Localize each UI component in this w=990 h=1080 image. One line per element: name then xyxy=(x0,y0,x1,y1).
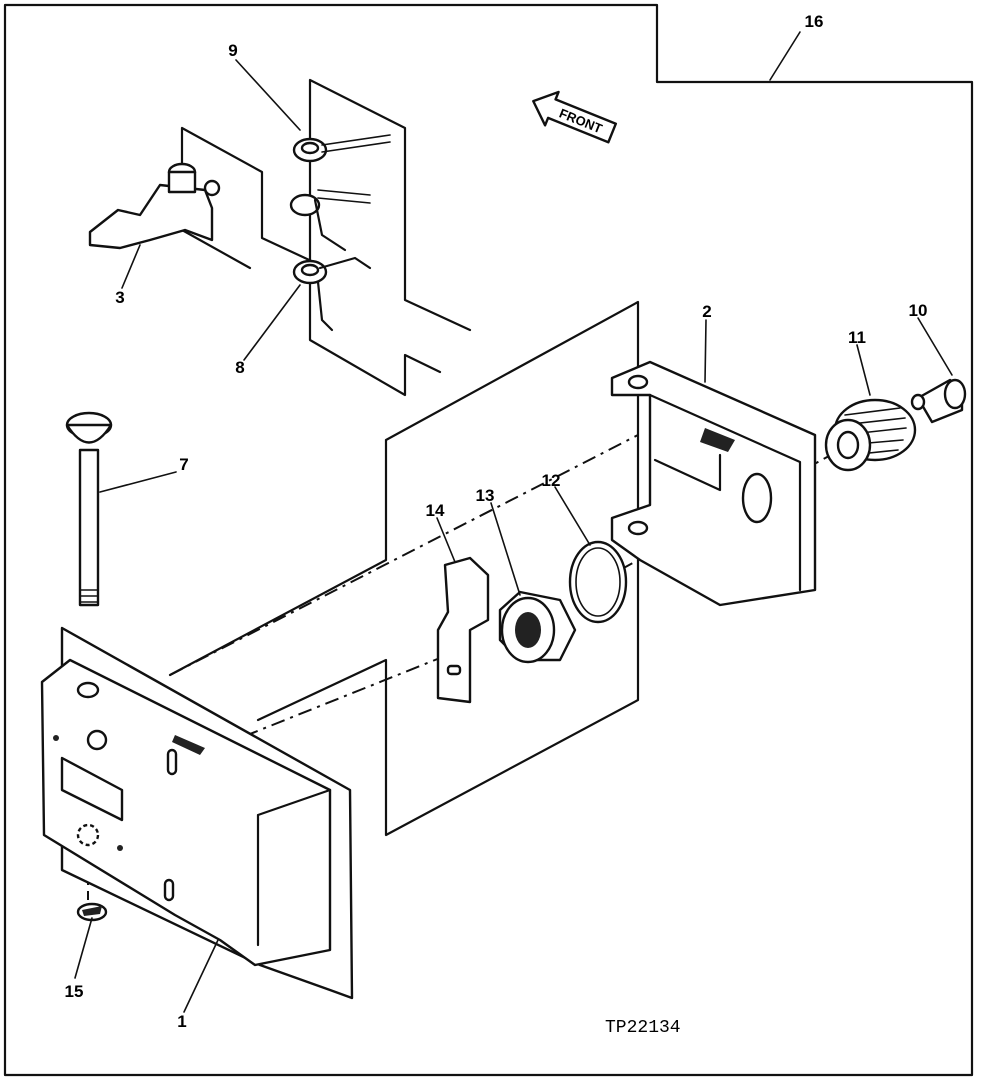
callout-1: 1 xyxy=(177,1012,186,1031)
pin-part-7 xyxy=(65,411,113,607)
figure-code: TP22134 xyxy=(605,1018,681,1038)
callout-16: 16 xyxy=(805,12,824,31)
outer-frame xyxy=(3,3,974,1077)
callout-11: 11 xyxy=(848,328,866,347)
housing-part-1 xyxy=(40,626,354,1000)
lever-part-3 xyxy=(88,162,221,250)
plug-part-10 xyxy=(910,378,967,424)
callout-12: 12 xyxy=(542,471,561,490)
bushing-part-11 xyxy=(824,398,917,472)
front-arrow: FRONT xyxy=(532,90,618,144)
spring-part-9 xyxy=(289,134,391,252)
o-ring-inner xyxy=(575,547,621,617)
callout-7: 7 xyxy=(179,455,188,474)
latch-plate-part-14 xyxy=(436,556,490,704)
nut-part-13 xyxy=(498,590,577,664)
callout-13: 13 xyxy=(476,486,495,505)
callout-3: 3 xyxy=(115,288,124,307)
alignment-line-1 xyxy=(169,434,639,676)
callout-9: 9 xyxy=(228,41,237,60)
o-ring-part-12 xyxy=(568,540,628,624)
rear-panel-outline xyxy=(168,300,640,837)
leader-lines xyxy=(74,31,953,1013)
callout-14: 14 xyxy=(426,501,445,520)
callout-8: 8 xyxy=(235,358,244,377)
callout-10: 10 xyxy=(909,301,928,320)
spring-panel-outline xyxy=(308,78,472,397)
callout-2: 2 xyxy=(702,302,711,321)
bracket-part-2 xyxy=(610,360,817,607)
spring-part-8 xyxy=(292,256,372,332)
callout-15: 15 xyxy=(65,982,84,1001)
